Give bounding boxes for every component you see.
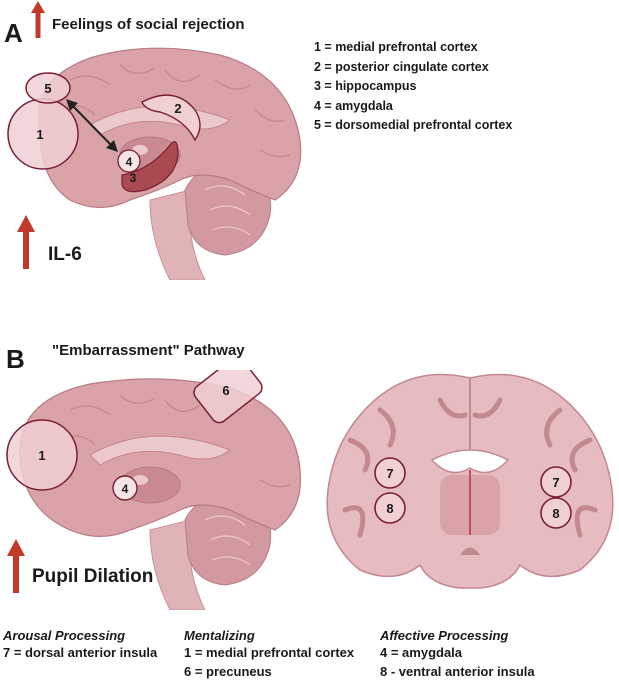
- legend-item: 2 = posterior cingulate cortex: [314, 59, 489, 74]
- marker-4: 4: [122, 482, 129, 496]
- marker-8-left: 8: [386, 501, 393, 516]
- footer-heading: Affective Processing: [380, 628, 509, 643]
- panel-a-title: Feelings of social rejection: [52, 16, 245, 33]
- footer-line: 4 = amygdala: [380, 645, 463, 660]
- legend-item: 5 = dorsomedial prefrontal cortex: [314, 118, 513, 132]
- marker-1: 1: [38, 448, 45, 463]
- region-4-amygdala: [112, 475, 138, 501]
- footer-heading: Arousal Processing: [3, 628, 126, 643]
- panel-b-letter: B: [6, 344, 25, 374]
- legend-item: 3 = hippocampus: [314, 79, 417, 93]
- legend-item: 4 = amygdala: [314, 98, 393, 113]
- marker-5: 5: [44, 81, 51, 96]
- panel-a-letter: A: [4, 18, 23, 48]
- region-2-pcc: [141, 94, 201, 142]
- marker-7-left: 7: [386, 466, 393, 481]
- footer-line: 1 = medial prefrontal cortex: [184, 645, 355, 660]
- connection-arrow: [69, 102, 114, 148]
- footer-group-arousal: Arousal Processing 7 = dorsal anterior i…: [3, 628, 157, 662]
- coronal-brain: 7 8 7 8: [326, 373, 614, 589]
- lateral-ventricles: [430, 449, 510, 474]
- panel-b-title: "Embarrassment" Pathway: [52, 342, 245, 359]
- footer-heading: Mentalizing: [184, 628, 255, 643]
- marker-3: 3: [130, 171, 137, 185]
- region-6-precuneus: [193, 370, 263, 424]
- marker-7-right: 7: [552, 475, 559, 490]
- region-7-left: [374, 457, 406, 489]
- panel-a-effect-label: IL-6: [48, 244, 82, 265]
- footer-line: 6 = precuneus: [184, 664, 272, 679]
- panel-a-legend: 1 = medial prefrontal cortex 2 = posteri…: [314, 38, 512, 136]
- marker-8-right: 8: [552, 506, 559, 521]
- footer-group-mentalizing: Mentalizing 1 = medial prefrontal cortex…: [184, 628, 354, 681]
- marker-1: 1: [36, 127, 43, 142]
- legend-item: 1 = medial prefrontal cortex: [314, 40, 478, 54]
- up-arrow-icon: [7, 539, 25, 593]
- region-7-right: [540, 466, 572, 498]
- footer-line: 8 - ventral anterior insula: [380, 664, 535, 679]
- region-5-dmpfc: [25, 72, 71, 104]
- region-8-right: [540, 497, 572, 529]
- up-arrow-icon: [31, 1, 45, 38]
- sagittal-brain-a: 1 5 2 3 4: [7, 47, 302, 280]
- cerebrum: [38, 47, 302, 209]
- marker-4: 4: [126, 155, 133, 169]
- panel-b-effect-label: Pupil Dilation: [32, 566, 154, 587]
- footer-line: 7 = dorsal anterior insula: [3, 645, 158, 660]
- region-3-hippocampus: [121, 141, 179, 193]
- region-4-amygdala: [117, 149, 141, 173]
- sagittal-brain-b: 1 6 4: [6, 370, 302, 610]
- marker-2: 2: [174, 101, 181, 116]
- region-1-mpfc: [6, 419, 78, 491]
- up-arrow-icon: [17, 215, 35, 269]
- region-8-left: [374, 492, 406, 524]
- cerebrum: [19, 378, 302, 538]
- marker-6: 6: [222, 383, 229, 398]
- footer-group-affective: Affective Processing 4 = amygdala 8 - ve…: [380, 628, 535, 681]
